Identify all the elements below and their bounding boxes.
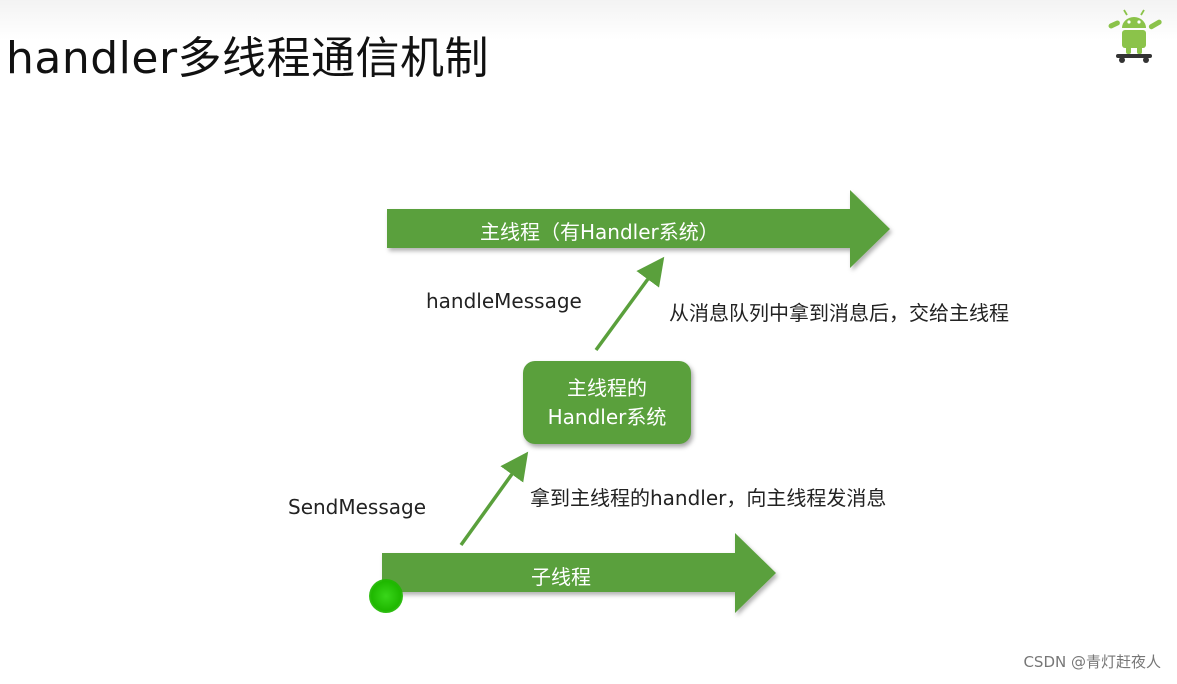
send-message-label: SendMessage	[288, 495, 427, 519]
main-thread-label: 主线程（有Handler系统）	[480, 220, 719, 244]
handler-system-box: 主线程的 Handler系统	[523, 361, 691, 444]
handle-message-label: handleMessage	[426, 289, 582, 313]
watermark: CSDN @青灯赶夜人	[1023, 653, 1161, 671]
handler-box-line2: Handler系统	[547, 404, 667, 429]
send-message-description: 拿到主线程的handler，向主线程发消息	[530, 486, 887, 510]
child-thread-label: 子线程	[531, 565, 591, 589]
main-thread-arrow	[387, 190, 890, 268]
child-thread-arrow	[382, 533, 776, 613]
pointer-cursor-icon	[369, 579, 403, 613]
handler-box-line1: 主线程的	[567, 375, 647, 400]
page-title: handler多线程通信机制	[6, 33, 490, 84]
handle-message-arrow	[594, 256, 665, 352]
handle-message-description: 从消息队列中拿到消息后，交给主线程	[669, 301, 1009, 325]
send-message-arrow	[459, 451, 529, 547]
android-logo-icon	[1108, 9, 1162, 63]
